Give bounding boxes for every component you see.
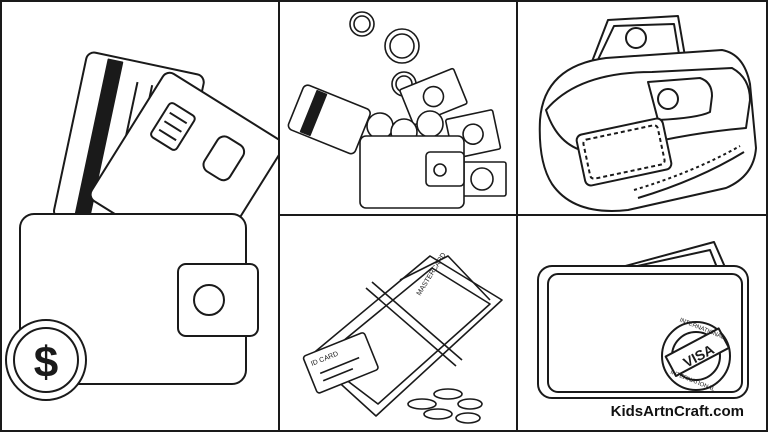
card xyxy=(287,84,371,155)
wallet-cash-illustration xyxy=(538,15,757,212)
coins xyxy=(407,388,483,424)
panel-wallet-id-card: MASTERCARD ID CARD xyxy=(278,214,518,432)
site-watermark: KidsArtnCraft.com xyxy=(610,403,744,420)
visa-seal xyxy=(661,321,731,391)
falling-coins xyxy=(349,11,420,97)
id-card xyxy=(302,332,379,394)
open-wallet xyxy=(309,255,503,417)
wallet-id-card-illustration: MASTERCARD ID CARD xyxy=(302,252,503,424)
wallet-button xyxy=(433,163,447,177)
coin-symbol: $ xyxy=(34,338,58,387)
wallet-clasp xyxy=(647,77,713,121)
wallet-money-illustration xyxy=(287,11,507,209)
panel-wallet-money-coins xyxy=(278,0,518,216)
wallet-cards-coin-illustration: $ xyxy=(5,51,278,401)
panel-wallet-cards-coin: $ xyxy=(0,0,280,432)
wallet-visa-illustration: INTERNATIONAL VISA INTERNATIONAL xyxy=(537,241,749,399)
wallet-button xyxy=(193,284,225,316)
panel-wallet-stuffed-cash xyxy=(516,0,768,216)
panel-wallet-visa-seal: INTERNATIONAL VISA INTERNATIONAL KidsArt… xyxy=(516,214,768,432)
